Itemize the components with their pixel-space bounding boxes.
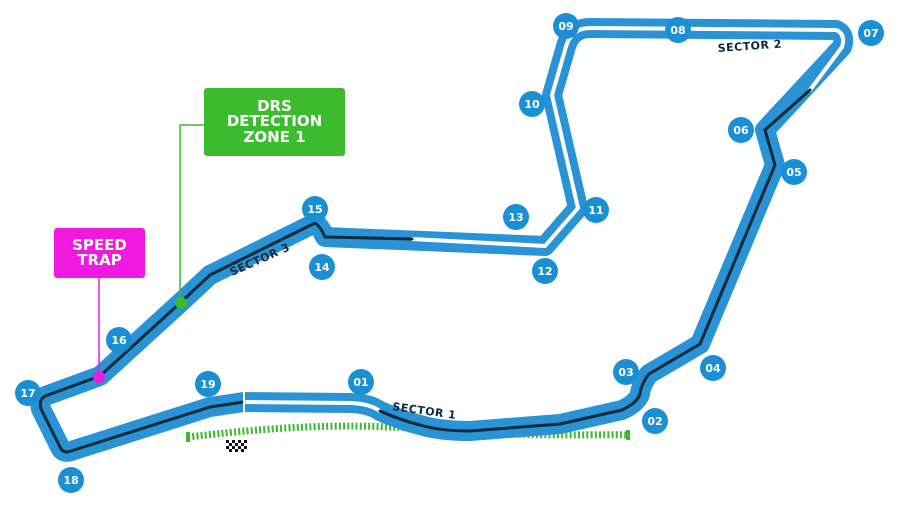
turn-marker-circle	[613, 359, 639, 385]
turn-marker-circle	[583, 197, 609, 223]
turn-marker-circle	[665, 17, 691, 43]
turn-marker-03: 03	[613, 359, 639, 385]
speed-trap-marker	[93, 371, 105, 383]
turn-marker-01: 01	[348, 369, 374, 395]
turn-marker-circle	[700, 355, 726, 381]
sector-2-label: SECTOR 2	[717, 38, 782, 55]
turn-number: 12	[537, 265, 552, 278]
drs-line-3: ZONE 1	[243, 127, 306, 146]
turn-marker-06: 06	[728, 117, 754, 143]
turn-number: 13	[508, 211, 523, 224]
turn-marker-12: 12	[532, 258, 558, 284]
turn-number: 18	[63, 474, 78, 487]
turn-marker-13: 13	[503, 204, 529, 230]
speed-trap-line-1: SPEED	[72, 235, 127, 254]
turn-number: 15	[307, 203, 322, 216]
turn-number: 07	[863, 27, 878, 40]
turn-marker-16: 16	[106, 327, 132, 353]
turn-marker-02: 02	[642, 408, 668, 434]
turn-number: 10	[524, 98, 540, 111]
turn-number: 09	[558, 20, 573, 33]
turn-marker-17: 17	[15, 380, 41, 406]
drs-line-2: DETECTION	[226, 112, 323, 131]
turn-number: 06	[733, 124, 749, 137]
turn-marker-circle	[348, 369, 374, 395]
turn-marker-circle	[858, 20, 884, 46]
turn-marker-08: 08	[665, 17, 691, 43]
turn-marker-circle	[195, 371, 221, 397]
turn-number: 11	[588, 204, 603, 217]
turn-marker-09: 09	[553, 13, 579, 39]
turn-marker-circle	[532, 258, 558, 284]
turn-marker-circle	[106, 327, 132, 353]
turn-marker-14: 14	[309, 254, 335, 280]
turn-marker-05: 05	[781, 159, 807, 185]
track-racing-line	[38, 88, 812, 454]
speed-trap-callout: SPEED TRAP	[54, 228, 145, 278]
turn-number: 05	[786, 166, 801, 179]
turn-marker-11: 11	[583, 197, 609, 223]
turn-marker-circle	[781, 159, 807, 185]
turn-marker-circle	[309, 254, 335, 280]
turn-number: 03	[618, 366, 633, 379]
turn-number: 19	[200, 378, 215, 391]
track-inner-white	[242, 26, 846, 413]
turn-number: 16	[111, 334, 127, 347]
turn-marker-circle	[58, 467, 84, 493]
drs-line-1: DRS	[257, 97, 292, 116]
drs-leader-line	[179, 124, 204, 302]
turn-number: 08	[670, 24, 685, 37]
turn-number: 14	[314, 261, 330, 274]
drs-detection-marker	[175, 297, 187, 309]
turn-marker-circle	[519, 91, 545, 117]
chequered-flag-icon	[226, 440, 248, 452]
turn-marker-15: 15	[302, 196, 328, 222]
turn-number: 01	[353, 376, 368, 389]
turn-marker-circle	[15, 380, 41, 406]
turn-number: 04	[705, 362, 721, 375]
turn-marker-circle	[503, 204, 529, 230]
turn-marker-19: 19	[195, 371, 221, 397]
turn-marker-07: 07	[858, 20, 884, 46]
turn-marker-10: 10	[519, 91, 545, 117]
turn-marker-circle	[728, 117, 754, 143]
speed-trap-line-2: TRAP	[77, 251, 122, 269]
turn-marker-circle	[302, 196, 328, 222]
turn-markers: 01 02 03 04 05 06 07 08 09 10 11 12 13 14 15 16 17 18 19	[15, 13, 884, 493]
drs-detection-zone-callout: DRS DETECTION ZONE 1	[204, 88, 345, 156]
turn-number: 17	[20, 387, 35, 400]
turn-number: 02	[647, 415, 662, 428]
turn-marker-circle	[642, 408, 668, 434]
turn-marker-18: 18	[58, 467, 84, 493]
turn-marker-04: 04	[700, 355, 726, 381]
turn-marker-circle	[553, 13, 579, 39]
